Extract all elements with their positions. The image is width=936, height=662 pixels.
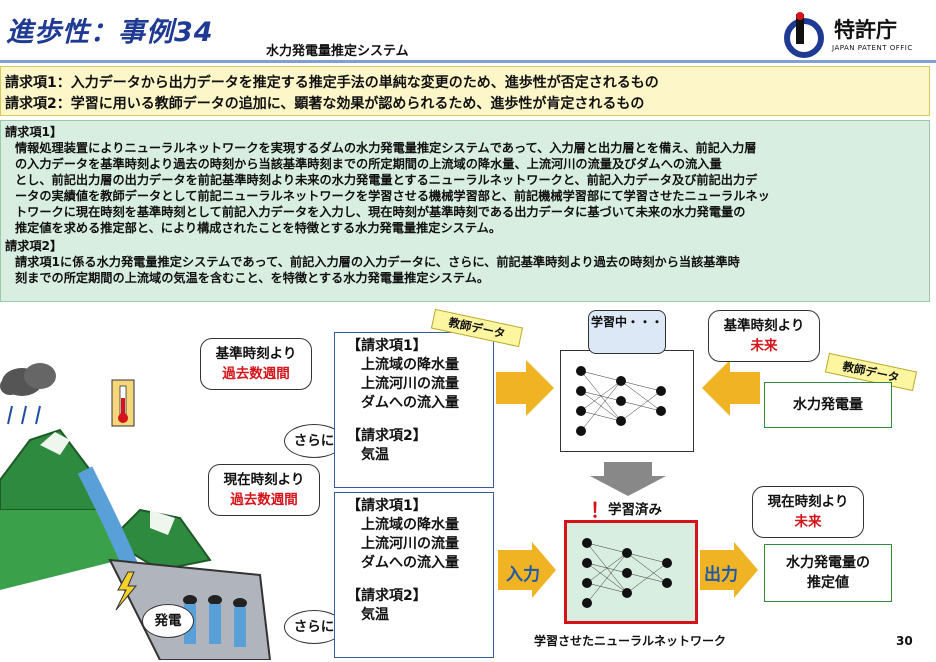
- jpo-logo-icon: [780, 8, 830, 60]
- output-box-top: 水力発電量: [764, 382, 892, 428]
- learned-mark: ！: [590, 494, 610, 523]
- callout-future-top: 基準時刻より 未来: [708, 310, 820, 362]
- learning-text: 学習中・・・: [589, 313, 665, 330]
- neural-network-trained: [564, 520, 698, 624]
- neural-network-learning: [560, 350, 694, 452]
- rain-cloud-icon: [0, 363, 56, 424]
- header-divider: [0, 60, 936, 63]
- output-line: 推定値: [765, 573, 891, 593]
- input-arrow-right: [700, 360, 760, 416]
- summary-line-1: 請求項1：入力データから出力データを推定する推定手法の単純な変更のため、進歩性が…: [5, 72, 659, 92]
- callout-future-bottom: 現在時刻より 未来: [752, 486, 864, 538]
- claim-box-heading: 【請求項2】: [347, 427, 493, 446]
- claim1-line: とし、前記出力層の出力データを前記基準時刻より未来の水力発電量とするニューラルネ…: [15, 173, 757, 188]
- callout-past-weeks-bottom: 現在時刻より 過去数週間: [208, 464, 320, 516]
- callout-line-red: 過去数週間: [209, 490, 319, 510]
- claim-box-item: 上流域の降水量: [347, 356, 493, 375]
- claim1-line: トワークに現在時刻を基準時刻として前記入力データを入力し、現在時刻が基準時刻であ…: [15, 205, 745, 220]
- claim-box-item: 上流域の降水量: [347, 516, 493, 535]
- nn-caption: 学習させたニューラルネットワーク: [534, 632, 726, 649]
- neural-network-icon: [567, 523, 695, 621]
- callout-line: 現在時刻より: [209, 470, 319, 490]
- claim-box-item: 上流河川の流量: [347, 535, 493, 554]
- claim2-line: 刻までの所定期間の上流域の気温を含むこと、を特徴とする水力発電量推定システム。: [15, 271, 489, 286]
- learning-thought-bubble: 学習中・・・: [588, 310, 666, 354]
- claim1-line: の入力データを基準時刻より過去の時刻から当該基準時刻までの所定期間の上流域の降水…: [15, 157, 722, 172]
- logo-subtext: JAPAN PATENT OFFIC: [832, 44, 913, 52]
- callout-line-red: 過去数週間: [201, 364, 311, 384]
- claim1-line: ータの実績値を教師データとして前記ニューラルネットワークを学習させる機械学習部と…: [15, 189, 770, 204]
- claim-box-heading: 【請求項1】: [347, 337, 493, 356]
- callout-line: 現在時刻より: [753, 492, 863, 512]
- input-arrow-top: [496, 360, 556, 416]
- callout-line-red: 未来: [753, 512, 863, 532]
- logo-text: 特許庁: [834, 14, 897, 44]
- claim1-line: 情報処理装置によりニューラルネットワークを実現するダムの水力発電量推定システムで…: [15, 141, 757, 156]
- claim-box-item: 気温: [347, 606, 493, 625]
- claim-box-item: 上流河川の流量: [347, 375, 493, 394]
- output-line: 水力発電量の: [765, 553, 891, 573]
- page-subtitle: 水力発電量推定システム: [266, 40, 409, 59]
- power-label: 発電: [142, 604, 194, 638]
- claim-box-top: 【請求項1】 上流域の降水量 上流河川の流量 ダムへの流入量 【請求項2】 気温: [334, 332, 494, 488]
- callout-line: 基準時刻より: [201, 344, 311, 364]
- claim2-heading: 請求項2】: [5, 239, 62, 254]
- claim2-line: 請求項1に係る水力発電量推定システムであって、前記入力層の入力データに、さらに、…: [15, 255, 740, 270]
- summary-box: 請求項1：入力データから出力データを推定する推定手法の単純な変更のため、進歩性が…: [0, 66, 930, 116]
- callout-line: 基準時刻より: [709, 316, 819, 336]
- summary-line-2: 請求項2：学習に用いる教師データの追加に、顕著な効果が認められるため、進歩性が肯…: [5, 93, 644, 113]
- callout-line-red: 未来: [709, 336, 819, 356]
- claim1-heading: 請求項1】: [5, 125, 62, 140]
- output-box-bottom: 水力発電量の 推定値: [764, 544, 892, 602]
- page-title: 進歩性：事例34: [6, 10, 214, 49]
- claim-box-item: ダムへの流入量: [347, 394, 493, 413]
- neural-network-icon: [561, 351, 691, 449]
- claim-box-heading: 【請求項1】: [347, 497, 493, 516]
- callout-past-weeks-top: 基準時刻より 過去数週間: [200, 338, 312, 390]
- claim-box-item: 気温: [347, 446, 493, 465]
- claim-box-item: ダムへの流入量: [347, 554, 493, 573]
- claims-box: 請求項1】 情報処理装置によりニューラルネットワークを実現するダムの水力発電量推…: [0, 120, 930, 302]
- thermometer-icon: [112, 380, 134, 426]
- claim-box-bottom: 【請求項1】 上流域の降水量 上流河川の流量 ダムへの流入量 【請求項2】 気温: [334, 492, 494, 658]
- input-label: 入力: [506, 560, 540, 585]
- page-number: 30: [896, 634, 913, 648]
- claim1-line: 推定値を求める推定部と、により構成されたことを特徴とする水力発電量推定システム。: [15, 221, 501, 236]
- learned-label: 学習済み: [608, 498, 662, 518]
- claim-box-heading: 【請求項2】: [347, 587, 493, 606]
- down-arrow: [590, 462, 666, 496]
- output-label: 出力: [704, 560, 738, 585]
